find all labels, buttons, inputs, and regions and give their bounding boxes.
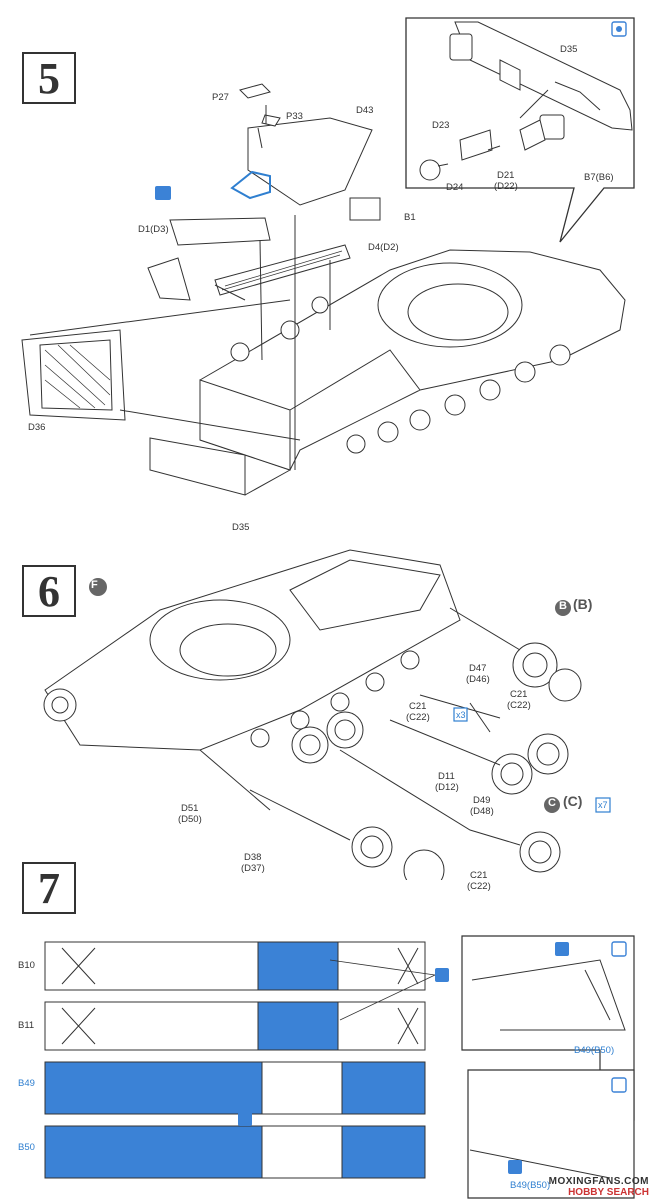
marker-b-label: B [559, 600, 567, 612]
engine-deck [21, 83, 381, 496]
label-d48: (D48) [470, 806, 494, 817]
marker-f [89, 578, 107, 596]
label-c22a: (C22) [406, 712, 430, 723]
track-b50 [44, 1125, 426, 1179]
label-b50: B50 [18, 1142, 35, 1153]
label-d43: D43 [356, 105, 374, 116]
qty-x3-badge [453, 707, 468, 722]
track-b11 [44, 1001, 426, 1051]
label-d50: (D50) [178, 814, 202, 825]
watermark: MOXINGFANS.COM HOBBY SEARCH [549, 1176, 649, 1198]
step-5-number: 5 [22, 52, 76, 104]
marker-c-label: C [548, 797, 556, 809]
watermark-line2: HOBBY SEARCH [568, 1187, 649, 1198]
label-d12: (D12) [435, 782, 459, 793]
label-d35-bottom: D35 [232, 522, 250, 533]
label-d47: D47 [469, 663, 487, 674]
label-c21a: C21 [409, 701, 427, 712]
step-7-drawing [44, 935, 635, 1199]
label-d51: D51 [181, 803, 199, 814]
label-b49: B49 [18, 1078, 35, 1089]
label-d37: (D37) [241, 863, 265, 874]
label-d38: D38 [244, 852, 262, 863]
qty-x7-badge [595, 797, 611, 813]
label-d35-inset: D35 [560, 44, 578, 55]
hull [199, 249, 626, 471]
label-c22c: (C22) [467, 881, 491, 892]
step-7-number: 7 [22, 862, 76, 914]
label-d22: (D22) [494, 181, 518, 192]
marker-b [555, 600, 571, 616]
label-p27: P27 [212, 92, 229, 103]
inset-side-panel [419, 21, 633, 181]
qty-x7: x7 [598, 800, 608, 810]
label-d21: D21 [497, 170, 515, 181]
step-5-drawing [21, 17, 635, 496]
label-d24: D24 [446, 182, 464, 193]
label-d46: (D46) [466, 674, 490, 685]
label-b49-inset-lower: B49(B50) [510, 1180, 551, 1191]
label-b1: B1 [404, 212, 416, 223]
label-d49: D49 [473, 795, 491, 806]
hull-side [43, 549, 461, 751]
label-b10: B10 [18, 960, 35, 971]
label-d36: D36 [28, 422, 46, 433]
label-p33: P33 [286, 111, 303, 122]
marker-c-alt: (C) [563, 793, 583, 809]
label-d11: D11 [438, 771, 455, 782]
step-6-number: 6 [22, 565, 76, 617]
label-d23: D23 [432, 120, 450, 131]
label-c21b: C21 [510, 689, 528, 700]
label-d1: D1(D3) [138, 224, 169, 235]
qty-x3: x3 [456, 710, 466, 720]
marker-c [544, 797, 560, 813]
label-b49-inset: B49(B50) [574, 1045, 615, 1056]
marker-b-alt: (B) [573, 596, 593, 612]
step-6-drawing [43, 549, 611, 880]
track-b10 [44, 941, 426, 991]
track-b49 [44, 1061, 426, 1115]
marker-f-label: F [91, 579, 98, 591]
label-b11: B11 [18, 1020, 35, 1031]
label-c21c: C21 [470, 870, 488, 881]
watermark-line1: MOXINGFANS.COM [548, 1176, 649, 1187]
label-b7: B7(B6) [584, 172, 614, 183]
label-d4: D4(D2) [368, 242, 399, 253]
label-c22b: (C22) [507, 700, 531, 711]
blue-outline [230, 170, 271, 200]
